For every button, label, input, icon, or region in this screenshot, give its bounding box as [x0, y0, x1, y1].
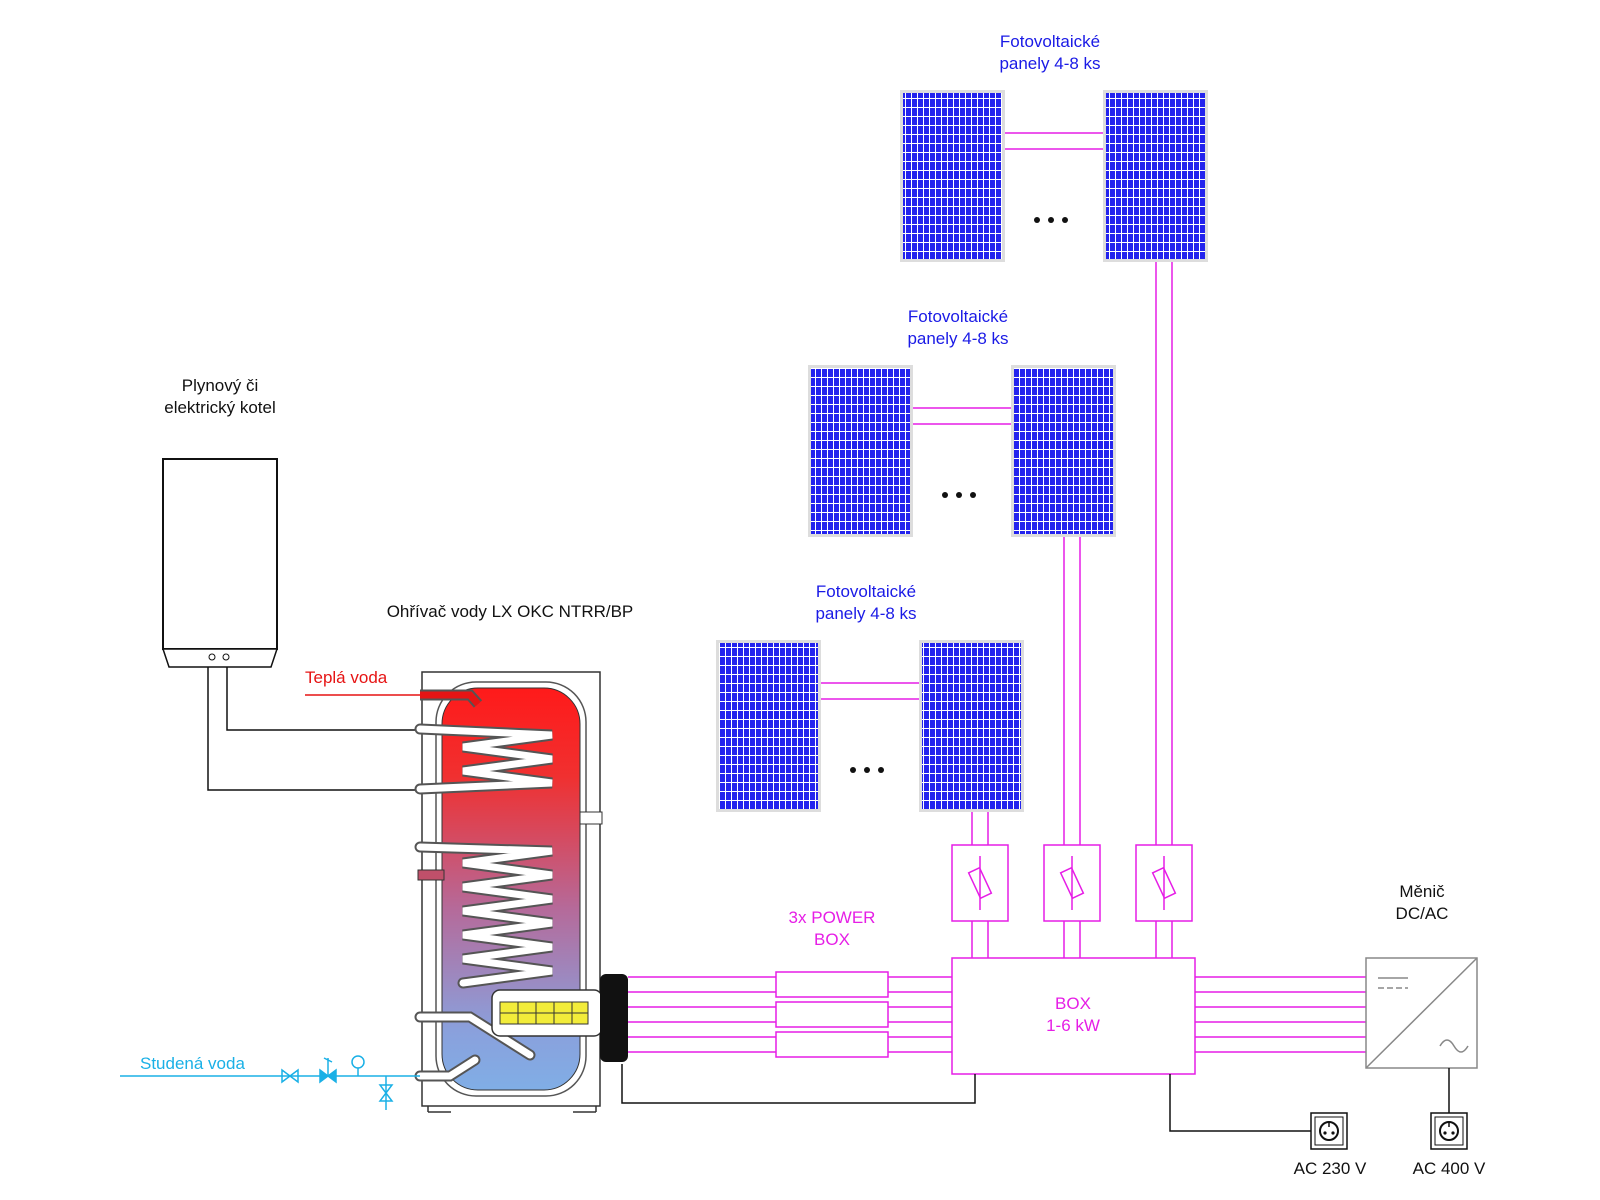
heater-label: Ohřívač vody LX OKC NTRR/BP: [386, 602, 634, 621]
ac-wiring: [207, 667, 1450, 1132]
heater-to-box-wiring: [628, 976, 952, 1053]
ellipsis-dots: [850, 217, 1068, 773]
pv-array-lower: [716, 640, 1024, 812]
box-label: BOX 1-6 kW: [993, 993, 1153, 1037]
fuse-icon: [967, 856, 993, 910]
pressure-gauge-icon: [351, 1055, 365, 1076]
fuse-box-1: [951, 844, 1009, 922]
pv-label-middle: Fotovoltaické panely 4-8 ks: [868, 306, 1048, 350]
boiler-unit: [161, 458, 279, 668]
pv-string-wiring: [971, 262, 1173, 958]
power-box-label: 3x POWER BOX: [752, 907, 912, 951]
socket-icon: [1430, 1112, 1468, 1150]
pv-label-top-text: Fotovoltaické panely 4-8 ks: [999, 32, 1101, 73]
power-box-modules: [775, 971, 889, 1058]
ac400-label: AC 400 V: [1412, 1159, 1486, 1178]
inverter-label: Měnič DC/AC: [1362, 881, 1482, 925]
power-box-label-text: 3x POWER BOX: [788, 908, 876, 949]
solar-panel-icon: [919, 640, 1024, 812]
box-to-inverter-wiring: [1195, 976, 1366, 1053]
socket-icon: [1310, 1112, 1348, 1150]
inverter-label-text: Měnič DC/AC: [1395, 882, 1449, 923]
pv-array-top: [900, 90, 1208, 262]
water-heater-tank: [414, 671, 628, 1113]
pv-label-lower-text: Fotovoltaické panely 4-8 ks: [815, 582, 917, 623]
solar-panel-icon: [1011, 365, 1116, 537]
boiler-label-text: Plynový či elektrický kotel: [164, 376, 276, 417]
inverter-icon: [1365, 957, 1478, 1069]
pv-array-middle: [808, 365, 1116, 537]
solar-panel-icon: [900, 90, 1005, 262]
valve-icon: [281, 1068, 299, 1084]
box-controller: [951, 957, 1196, 1075]
ac230-label: AC 230 V: [1293, 1159, 1367, 1178]
pv-label-top: Fotovoltaické panely 4-8 ks: [960, 31, 1140, 75]
pv-label-lower: Fotovoltaické panely 4-8 ks: [776, 581, 956, 625]
fuse-icon: [1151, 856, 1177, 910]
box-label-text: BOX 1-6 kW: [1046, 994, 1100, 1035]
cold-water-label: Studená voda: [140, 1054, 245, 1073]
valve-icon: [319, 1057, 337, 1084]
valve-icon: [378, 1076, 394, 1110]
boiler-label: Plynový či elektrický kotel: [120, 375, 320, 419]
hot-water-label: Teplá voda: [305, 668, 388, 687]
solar-panel-icon: [808, 365, 913, 537]
cold-water-line: [120, 1055, 420, 1110]
fuse-icon: [1059, 856, 1085, 910]
pv-label-middle-text: Fotovoltaické panely 4-8 ks: [907, 307, 1009, 348]
solar-panel-icon: [1103, 90, 1208, 262]
solar-panel-icon: [716, 640, 821, 812]
fuse-box-2: [1043, 844, 1101, 922]
fuse-box-3: [1135, 844, 1193, 922]
